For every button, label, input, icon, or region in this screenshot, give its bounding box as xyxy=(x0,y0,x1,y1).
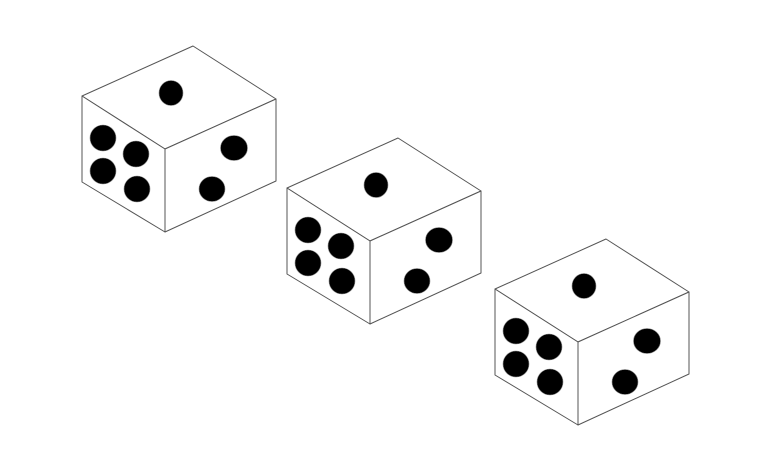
left-face-pip xyxy=(89,124,117,152)
right-face-pip xyxy=(403,268,431,294)
right-face-pip xyxy=(611,369,639,395)
top-face-pip xyxy=(571,273,597,299)
die-2 xyxy=(286,137,482,325)
left-face-pip xyxy=(123,175,151,203)
top-face-pip xyxy=(363,172,389,198)
die-right-face xyxy=(577,291,690,426)
left-face-pip xyxy=(294,216,322,244)
left-face-pip xyxy=(327,232,355,260)
die-right-face xyxy=(164,98,277,233)
left-face-pip xyxy=(502,350,530,378)
right-face-pip xyxy=(633,328,661,354)
left-face-pip xyxy=(535,333,563,361)
die-right-face xyxy=(369,190,482,325)
left-face-pip xyxy=(328,267,356,295)
left-face-pip xyxy=(536,368,564,396)
right-face-pip xyxy=(198,176,226,202)
left-face-pip xyxy=(89,157,117,185)
left-face-pip xyxy=(294,249,322,277)
right-face-pip xyxy=(220,135,248,161)
die-1 xyxy=(81,45,277,233)
top-face-pip xyxy=(158,80,184,106)
left-face-pip xyxy=(502,317,530,345)
die-3 xyxy=(494,238,690,426)
right-face-pip xyxy=(425,227,453,253)
left-face-pip xyxy=(122,140,150,168)
